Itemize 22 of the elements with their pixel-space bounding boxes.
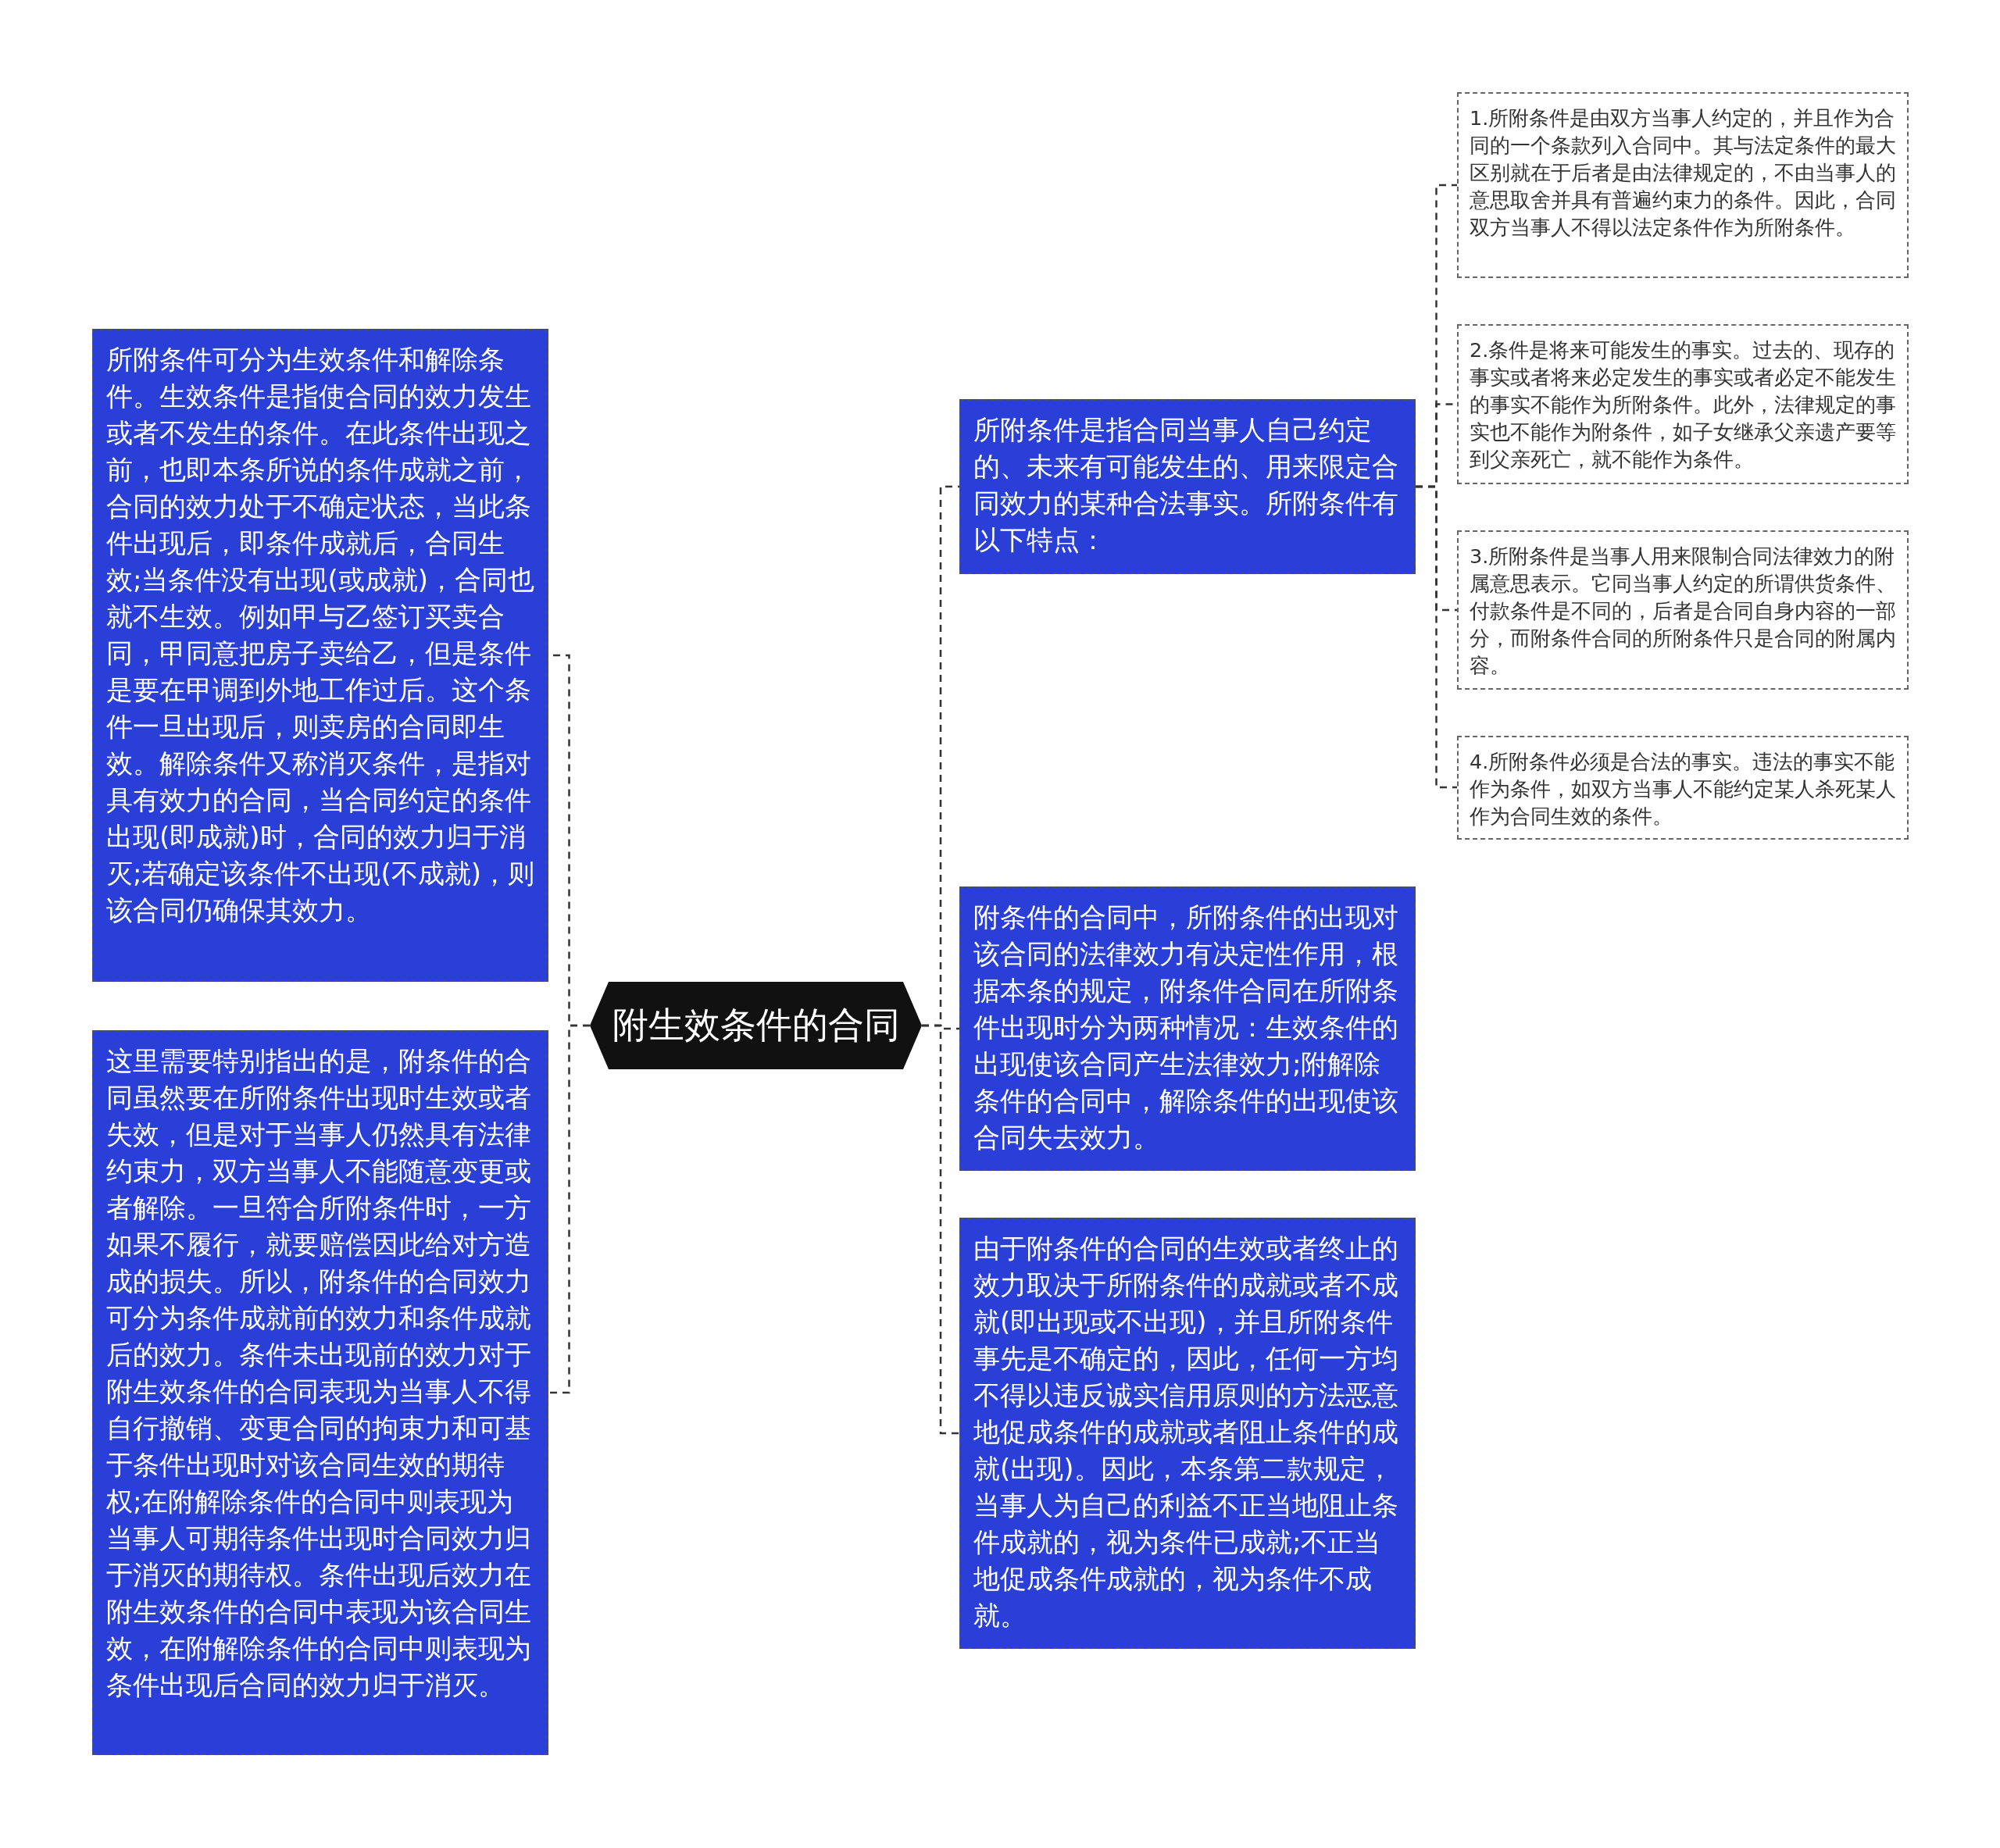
note-box	[1457, 92, 1909, 278]
connector-line	[1416, 485, 1457, 789]
text-box	[92, 1030, 548, 1755]
box-text: 所附条件可分为生效条件和解除条件。生效条件是指使合同的效力发生或者不发生的条件。在此条件出现之前，也即本条所说的条件成就之前，合同的效力处于不确定状态，当此条件出现后，即条件成就后，合同生效;当条件没有出现(或成就)，合同也就不生效。例如甲与乙签订买卖合同，甲同意把房子卖给乙，但是条件是要在甲调到外地工作过后。这个条件一旦出现后，则卖房的合同即生效。解除条件又称消灭条件，是指对具有效力的合同，当合同约定的条件出现(即成就)时，合同的效力归于消灭;若确定该条件不出现(不成就)，则该合同仍确保其效力。	[106, 343, 534, 927]
box-text: 附条件的合同中，所附条件的出现对该合同的法律效力有决定性作用，根据本条的规定，附条件合同在所附条件出现时分为两种情况：生效条件的出现使该合同产生法律效力;附解除条件的合同中，解除条件的出现使该合同失去效力。	[973, 901, 1399, 1154]
connector-line	[548, 1024, 590, 1394]
hexagon-node	[590, 982, 922, 1069]
box-text: 所附条件是指合同当事人自己约定的、未来有可能发生的、用来限定合同效力的某种合法事实。所附条件有以下特点：	[973, 413, 1399, 557]
text-box	[92, 329, 548, 982]
note-box	[1457, 530, 1909, 690]
note-text: 2.条件是将来可能发生的事实。过去的、现存的事实或者将来必定发生的事实或者必定不能发生的事实不能作为所附条件。此外，法律规定的事实也不能作为附条件，如子女继承父亲遗产要等到父亲死亡，就不能作为条件。	[1470, 337, 1897, 473]
note-text: 3.所附条件是当事人用来限制合同法律效力的附属意思表示。它同当事人约定的所谓供货条件、付款条件是不同的，后者是合同自身内容的一部分，而附条件合同的所附条件只是合同的附属内容。	[1470, 544, 1897, 679]
box-text: 这里需要特别指出的是，附条件的合同虽然要在所附条件出现时生效或者失效，但是对于当事人仍然具有法律约束力，双方当事人不能随意变更或者解除。一旦符合所附条件时，一方如果不履行，就要赔偿因此给对方造成的损失。所以，附条件的合同效力可分为条件成就前的效力和条件成就后的效力。条件未出现前的效力对于附生效条件的合同表现为当事人不得自行撤销、变更合同的拘束力和可基于条件出现时对该合同生效的期待权;在附解除条件的合同中则表现为当事人可期待条件出现时合同效力归于消灭的期待权。条件出现后效力在附生效条件的合同中表现为该合同生效，在附解除条件的合同中则表现为条件出现后合同的效力归于消灭。	[106, 1044, 532, 1702]
note-box	[1457, 324, 1909, 484]
note-box	[1457, 736, 1909, 840]
text-box	[959, 887, 1416, 1171]
text-box	[959, 399, 1416, 574]
note-text: 4.所附条件必须是合法的事实。违法的事实不能作为条件，如双方当事人不能约定某人杀死某人作为合同生效的条件。	[1470, 749, 1897, 829]
box-text: 由于附条件的合同的生效或者终止的效力取决于所附条件的成就或者不成就(即出现或不出现)，并且所附条件事先是不确定的，因此，任何一方均不得以违反诚实信用原则的方法恶意地促成条件的成就或者阻止条件的成就(出现)。因此，本条第二款规定，当事人为自己的利益不正当地阻止条件成就的，视为条件已成就;不正当地促成条件成就的，视为条件不成就。	[973, 1232, 1399, 1632]
note-text: 1.所附条件是由双方当事人约定的，并且作为合同的一个条款列入合同中。其与法定条件的最大区别就在于后者是由法律规定的，不由当事人的意思取舍并具有普遍约束力的条件。因此，合同双方当事人不得以法定条件作为所附条件。	[1470, 105, 1897, 241]
connector-line	[922, 1024, 959, 1435]
topic-text: 附生效条件的合同	[612, 1003, 900, 1047]
